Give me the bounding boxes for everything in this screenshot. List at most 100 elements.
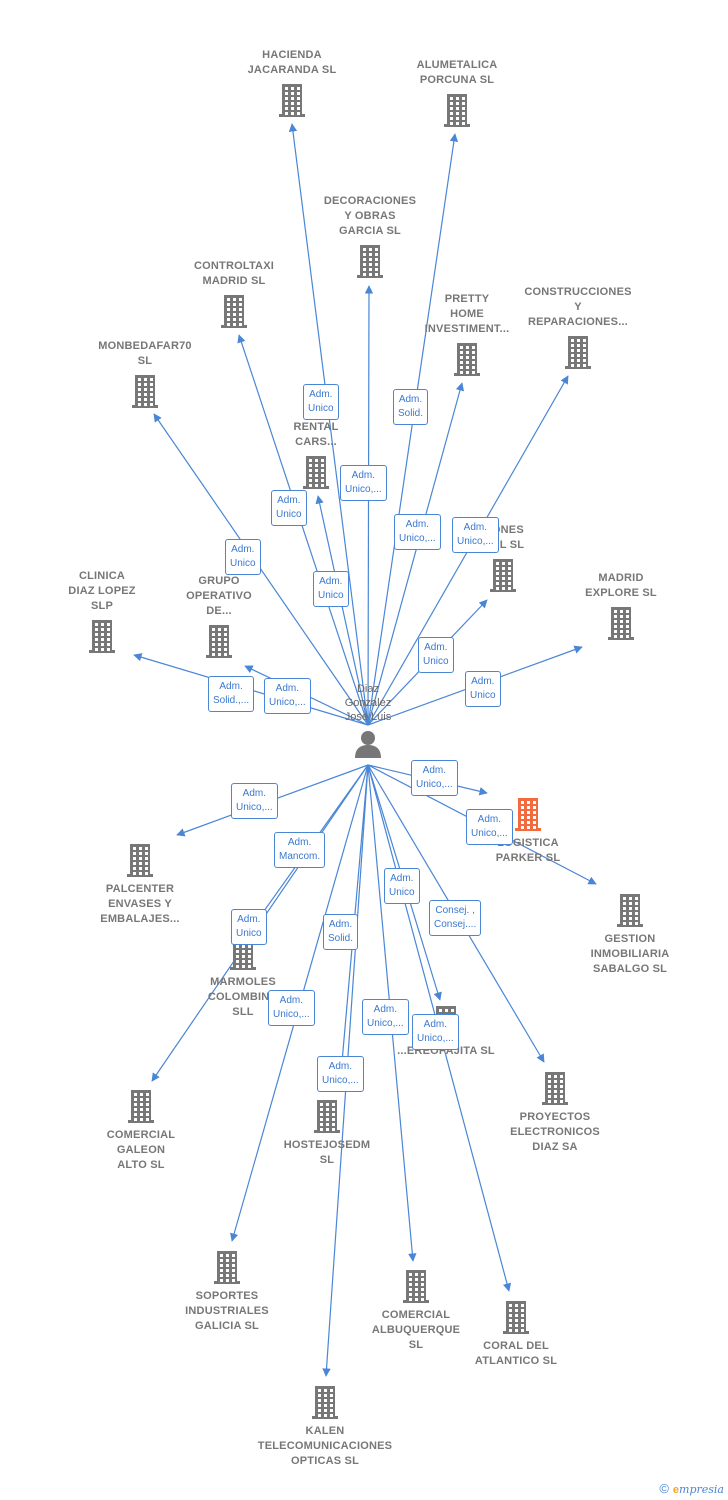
company-name: ALUMETALICA PORCUNA SL [416, 59, 498, 86]
company-node-decoraciones[interactable]: DECORACIONES Y OBRAS GARCIA SL [300, 194, 440, 279]
role-label-madrid[interactable]: Adm. Unico [465, 671, 501, 707]
company-node-hostejose[interactable]: HOSTEJOSEDM SL [257, 1098, 397, 1168]
company-name: CONTROLTAXI MADRID SL [193, 260, 274, 287]
company-name: MADRID EXPLORE SL [585, 572, 657, 599]
building-icon [128, 1090, 154, 1123]
company-node-palcenter[interactable]: PALCENTER ENVASES Y EMBALAJES... [70, 842, 210, 927]
company-name: GRUPO OPERATIVO DE... [186, 575, 252, 617]
edge-decoraciones [364, 285, 374, 726]
center-person[interactable]: Diaz Gonzalez Jose Luis [328, 682, 408, 762]
building-icon [617, 894, 643, 927]
person-icon [355, 731, 381, 758]
company-node-soportes[interactable]: SOPORTES INDUSTRIALES GALICIA SL [157, 1249, 297, 1334]
company-name: COMERCIAL ALBUQUERQUE SL [371, 1309, 461, 1351]
building-icon [503, 1301, 529, 1334]
role-label-comercialalb[interactable]: Adm. Unico,... [362, 999, 409, 1035]
company-name: MONBEDAFAR70 SL [98, 340, 192, 367]
company-node-alumetalica[interactable]: ALUMETALICA PORCUNA SL [387, 58, 527, 128]
edge-monbedafar [153, 413, 369, 726]
building-icon [303, 456, 329, 489]
role-label-controltaxi[interactable]: Adm. Unico [313, 571, 349, 607]
company-node-comercialgaleon[interactable]: COMERCIAL GALEON ALTO SL [71, 1088, 211, 1173]
company-name: HOSTEJOSEDM SL [283, 1139, 371, 1166]
edge-hacienda [288, 123, 369, 726]
role-label-alumetalica[interactable]: Adm. Solid. [393, 389, 429, 425]
company-node-comercialalb[interactable]: COMERCIAL ALBUQUERQUE SL [346, 1268, 486, 1353]
role-label-kalen[interactable]: Adm. Unico,... [317, 1056, 364, 1092]
brand-name: mpresia [679, 1483, 724, 1496]
role-label-comercialgaleon[interactable]: Adm. Unico [231, 909, 267, 945]
footer-brand: ©empresia [659, 1481, 724, 1496]
company-name: MARMOLES COLOMBINO SLL [207, 976, 279, 1018]
building-icon [206, 625, 232, 658]
building-icon [279, 84, 305, 117]
role-label-ereopajita[interactable]: Adm. Unico [384, 868, 420, 904]
role-label-marmoles[interactable]: Adm. Mancom. [274, 832, 326, 868]
role-label-clinica[interactable]: Adm. Solid.,... [208, 676, 255, 712]
company-node-grupo[interactable]: GRUPO OPERATIVO DE... [149, 574, 289, 659]
building-icon [515, 798, 541, 831]
company-node-kalen[interactable]: KALEN TELECOMUNICACIONES OPTICAS SL [255, 1384, 395, 1469]
building-icon [89, 620, 115, 653]
company-name: PROYECTOS ELECTRONICOS DIAZ SA [510, 1111, 600, 1153]
role-label-gestion[interactable]: Adm. Unico,... [466, 809, 513, 845]
building-icon [221, 295, 247, 328]
company-name: DECORACIONES Y OBRAS GARCIA SL [323, 195, 417, 237]
company-node-controltaxi[interactable]: CONTROLTAXI MADRID SL [164, 259, 304, 329]
building-icon [608, 607, 634, 640]
edge-alumetalica [367, 133, 459, 726]
role-label-rental[interactable]: Adm. Unico [271, 490, 307, 526]
company-name: CLINICA DIAZ LOPEZ SLP [68, 570, 136, 612]
brand-initial: e [672, 1484, 680, 1496]
role-label-palcenter[interactable]: Adm. Unico,... [231, 783, 278, 819]
role-label-pretty[interactable]: Adm. Unico,... [394, 514, 441, 550]
company-node-logistica[interactable]: LOGISTICA PARKER SL [458, 796, 598, 866]
company-node-proyectos[interactable]: PROYECTOS ELECTRONICOS DIAZ SA [485, 1070, 625, 1155]
role-label-coral[interactable]: Adm. Unico,... [412, 1014, 459, 1050]
role-label-grupo[interactable]: Adm. Unico,... [264, 678, 311, 714]
role-label-hacienda[interactable]: Adm. Unico [303, 384, 339, 420]
company-name: PALCENTER ENVASES Y EMBALAJES... [100, 883, 180, 925]
role-label-hostejose[interactable]: Adm. Solid. [323, 914, 359, 950]
edge-controltaxi [237, 334, 369, 726]
company-name: KALEN TELECOMUNICACIONES OPTICAS SL [257, 1425, 393, 1467]
company-name: HACIENDA JACARANDA SL [247, 49, 337, 76]
company-node-pretty[interactable]: PRETTY HOME INVESTIMENT... [397, 292, 537, 377]
company-node-madrid[interactable]: MADRID EXPLORE SL [551, 571, 691, 641]
role-label-logistica[interactable]: Adm. Unico,... [411, 760, 458, 796]
building-icon [565, 336, 591, 369]
role-label-proyectos[interactable]: Consej. , Consej.... [429, 900, 482, 936]
company-node-monbedafar[interactable]: MONBEDAFAR70 SL [75, 339, 215, 409]
role-label-monbedafar[interactable]: Adm. Unico [225, 539, 261, 575]
company-name: GESTION INMOBILIARIA SABALGO SL [590, 933, 670, 975]
building-icon [312, 1386, 338, 1419]
building-icon [454, 343, 480, 376]
building-icon [214, 1251, 240, 1284]
company-name: CONSTRUCCIONES Y REPARACIONES... [524, 286, 632, 328]
company-name: COMERCIAL GALEON ALTO SL [106, 1129, 176, 1171]
company-node-construcciones[interactable]: CONSTRUCCIONES Y REPARACIONES... [508, 285, 648, 370]
company-node-coral[interactable]: CORAL DEL ATLANTICO SL [446, 1299, 586, 1369]
company-node-gestion[interactable]: GESTION INMOBILIARIA SABALGO SL [560, 892, 700, 977]
person-name: Diaz Gonzalez Jose Luis [344, 683, 392, 723]
building-icon [127, 844, 153, 877]
building-icon [444, 94, 470, 127]
edge-pretty [367, 382, 465, 726]
company-node-rental[interactable]: B... RENTAL CARS... [246, 405, 386, 490]
building-icon [357, 245, 383, 278]
copyright-symbol: © [659, 1481, 669, 1496]
company-name: CORAL DEL ATLANTICO SL [474, 1340, 558, 1367]
company-node-hacienda[interactable]: HACIENDA JACARANDA SL [222, 48, 362, 118]
company-name: PRETTY HOME INVESTIMENT... [424, 293, 510, 335]
role-label-ones[interactable]: Adm. Unico [418, 637, 454, 673]
role-label-decoraciones[interactable]: Adm. Unico,... [340, 465, 387, 501]
company-name: SOPORTES INDUSTRIALES GALICIA SL [185, 1290, 269, 1332]
role-label-soportes[interactable]: Adm. Unico,... [268, 990, 315, 1026]
building-icon [490, 559, 516, 592]
edge-rental [315, 495, 369, 726]
building-icon [132, 375, 158, 408]
building-icon [403, 1270, 429, 1303]
building-icon [314, 1100, 340, 1133]
role-label-construcciones[interactable]: Adm. Unico,... [452, 517, 499, 553]
company-node-clinica[interactable]: CLINICA DIAZ LOPEZ SLP [32, 569, 172, 654]
